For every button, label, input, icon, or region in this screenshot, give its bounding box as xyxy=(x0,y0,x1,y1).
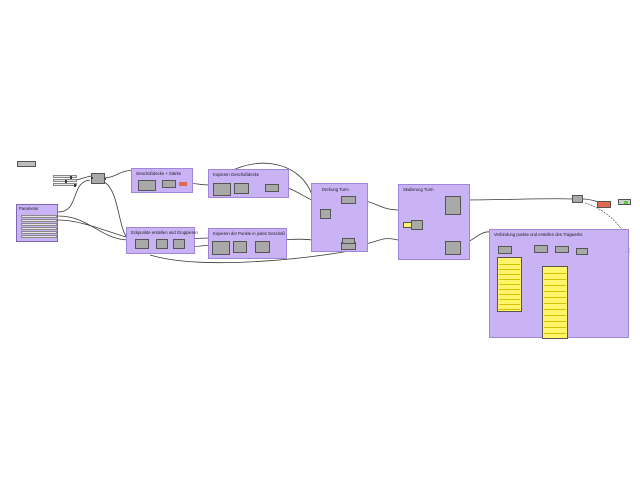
component[interactable] xyxy=(255,241,270,253)
component[interactable] xyxy=(212,241,230,255)
group-title: Kopieren der Punkte in jedes Geschoß xyxy=(213,231,285,236)
group-drehung-turm[interactable]: Drehung Turm xyxy=(311,183,368,252)
component[interactable] xyxy=(445,241,461,255)
output-indicator[interactable] xyxy=(624,201,628,204)
component[interactable] xyxy=(498,246,512,254)
output-component[interactable] xyxy=(597,201,611,208)
param-slider[interactable] xyxy=(21,227,57,230)
param-slider[interactable] xyxy=(21,235,57,238)
component[interactable] xyxy=(445,196,461,215)
group-eckpunkte[interactable]: Eckpunkte erstellen und Gruppieren xyxy=(126,227,198,254)
component[interactable] xyxy=(534,245,548,253)
param-slider[interactable] xyxy=(21,223,57,226)
group-title: Skalierung Turm xyxy=(403,187,434,192)
slider-knob[interactable] xyxy=(70,176,72,179)
component[interactable] xyxy=(156,239,168,249)
yellow-panel[interactable] xyxy=(497,257,522,312)
component[interactable] xyxy=(213,183,231,196)
component[interactable] xyxy=(234,183,249,194)
component[interactable] xyxy=(265,184,279,192)
wire xyxy=(457,198,573,201)
component[interactable] xyxy=(320,209,331,219)
wire xyxy=(149,249,356,263)
parameter-title: Parameter xyxy=(19,206,39,211)
wire xyxy=(57,179,91,213)
component[interactable] xyxy=(342,238,355,244)
group-title: Verbindung punkte und erstellen des Trag… xyxy=(494,232,583,237)
param-slider[interactable] xyxy=(21,231,57,234)
parameter-panel[interactable]: Parameter xyxy=(16,204,58,242)
group-kopieren-geschossdecke[interactable]: Kopieren Geschoßdecke xyxy=(208,169,289,198)
group-title: Geschoßdecke + Stärke xyxy=(136,171,182,176)
group-geschossdecke[interactable]: Geschoßdecke + Stärke xyxy=(131,168,193,193)
bake-component[interactable] xyxy=(179,182,187,186)
component[interactable] xyxy=(555,246,569,253)
param-slider[interactable] xyxy=(21,215,57,218)
group-verbindung-tragwerk[interactable]: Verbindung punkte und erstellen des Trag… xyxy=(489,229,629,339)
param-slider[interactable] xyxy=(21,219,57,222)
slider[interactable] xyxy=(53,183,77,187)
yellow-panel[interactable] xyxy=(542,266,568,339)
group-title: Eckpunkte erstellen und Gruppieren xyxy=(131,230,198,235)
component[interactable] xyxy=(233,241,247,253)
header-component[interactable] xyxy=(17,161,36,167)
component[interactable] xyxy=(138,180,156,191)
group-kopieren-punkte[interactable]: Kopieren der Punkte in jedes Geschoß xyxy=(208,228,287,259)
slider-block xyxy=(53,175,77,187)
component[interactable] xyxy=(572,195,583,203)
component[interactable] xyxy=(162,180,176,188)
slider-knob[interactable] xyxy=(65,180,67,183)
group-title: Drehung Turm xyxy=(322,187,349,192)
slider[interactable] xyxy=(53,179,77,183)
component[interactable] xyxy=(341,196,356,204)
component[interactable] xyxy=(576,248,588,255)
group-skalierung-turm[interactable]: Skalierung Turm xyxy=(398,184,470,260)
wire xyxy=(57,215,131,241)
component[interactable] xyxy=(173,239,185,249)
component[interactable] xyxy=(411,220,423,230)
slider[interactable] xyxy=(53,175,77,179)
wire xyxy=(75,175,93,181)
slider-knob[interactable] xyxy=(74,184,76,187)
component[interactable] xyxy=(91,173,107,184)
group-title: Kopieren Geschoßdecke xyxy=(213,172,260,177)
component[interactable] xyxy=(135,239,149,249)
